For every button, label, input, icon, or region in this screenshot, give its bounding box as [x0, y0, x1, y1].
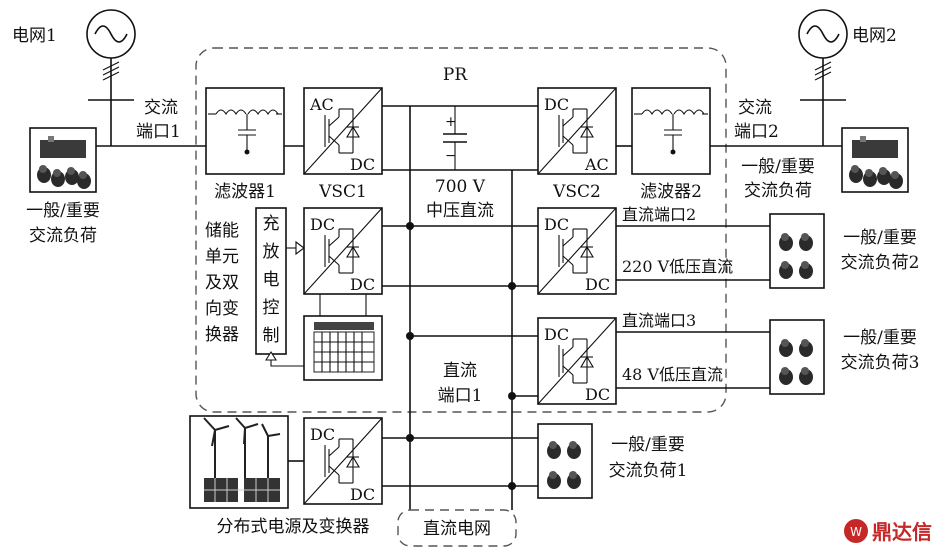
load1-icon	[537, 423, 593, 499]
filter1-label: 滤波器1	[214, 182, 276, 202]
dc-port1-line1: 直流	[443, 361, 477, 381]
charge-ctrl-2: 放	[263, 242, 280, 262]
dist-converter-block	[303, 417, 383, 505]
ac-load-right-line2: 交流负荷	[744, 181, 812, 201]
load3-line1: 一般/重要	[843, 328, 917, 348]
filter2-label: 滤波器2	[640, 182, 702, 202]
watermark-logo: W 鼎达信	[844, 519, 932, 544]
mvdc-bus	[382, 105, 538, 510]
grid1-source	[86, 9, 136, 146]
load2-line1: 一般/重要	[843, 228, 917, 248]
dcdc3-block	[537, 317, 617, 405]
battery-feedback-arrow	[265, 350, 277, 361]
storage-label-4: 向变	[205, 299, 239, 319]
dist-source-label: 分布式电源及变换器	[217, 517, 370, 537]
storage-label-5: 换器	[205, 325, 239, 345]
wind-pv-source-icon	[189, 415, 289, 509]
svg-text:鼎达信: 鼎达信	[872, 520, 932, 544]
charge-control-box	[255, 207, 287, 355]
junction-dots	[406, 222, 516, 490]
charge-ctrl-4: 控	[263, 298, 280, 318]
dc-grid-label: 直流电网	[423, 519, 491, 539]
ac-load-right-icon	[841, 127, 909, 193]
ac-load-left-line2: 交流负荷	[29, 226, 97, 246]
filter2-block	[631, 87, 711, 175]
ac-port1-line2: 端口1	[136, 122, 181, 142]
dc-port3-label: 直流端口3	[622, 311, 696, 330]
grid1-label: 电网1	[12, 26, 57, 46]
vsc2-label: VSC2	[552, 182, 601, 202]
dc-port1-line2: 端口1	[438, 386, 483, 406]
pr-label: PR	[443, 65, 468, 85]
vsc2-dc-label: DC	[544, 95, 569, 114]
battery-bank-icon	[303, 315, 383, 381]
dc-grid-box	[397, 509, 517, 547]
load2-icon	[769, 213, 825, 289]
cap-plus: +	[445, 114, 457, 130]
vsc2-ac-label: AC	[584, 155, 609, 174]
dcdc3-dc-top: DC	[544, 325, 569, 344]
vsc2-block	[537, 87, 617, 175]
vsc1-label: VSC1	[318, 182, 367, 202]
storage-dc-top: DC	[310, 215, 335, 234]
storage-label-2: 单元	[205, 247, 239, 267]
grid2-source	[798, 9, 848, 146]
mvdc-label-line2: 中压直流	[426, 201, 494, 221]
vsc1-ac-label: AC	[309, 95, 334, 114]
storage-converter-block	[303, 207, 383, 295]
cap-minus: −	[445, 148, 457, 164]
storage-label-1: 储能	[205, 221, 239, 241]
dist-dc-bottom: DC	[350, 485, 375, 504]
storage-label-3: 及双	[205, 273, 239, 293]
dist-dc-top: DC	[310, 425, 335, 444]
ac-load-left-icon	[29, 127, 97, 193]
load3-line2: 交流负荷3	[841, 353, 920, 373]
ac-port2-line1: 交流	[738, 98, 772, 118]
storage-dc-bottom: DC	[350, 275, 375, 294]
ac-load-right-line1: 一般/重要	[741, 157, 815, 177]
filter1-block	[205, 87, 285, 175]
ac-port1-line1: 交流	[144, 98, 178, 118]
charge-ctrl-1: 充	[263, 214, 280, 234]
dcdc2-dc-bottom: DC	[585, 275, 610, 294]
load2-line2: 交流负荷2	[841, 253, 920, 273]
load1-line1: 一般/重要	[611, 435, 685, 455]
vsc1-dc-label: DC	[350, 155, 375, 174]
lv220-label: 220 V低压直流	[622, 257, 733, 276]
charge-ctrl-5: 制	[263, 326, 280, 346]
grid2-label: 电网2	[852, 26, 897, 46]
charge-ctrl-arrow-head	[295, 240, 305, 256]
load3-icon	[769, 319, 825, 395]
lv48-label: 48 V低压直流	[622, 365, 723, 384]
dcdc3-dc-bottom: DC	[585, 385, 610, 404]
ac-load-left-line1: 一般/重要	[26, 201, 100, 221]
dcdc2-block	[537, 207, 617, 295]
dc-port2-label: 直流端口2	[622, 205, 696, 224]
dcdc2-dc-top: DC	[544, 215, 569, 234]
pr-boundary	[195, 47, 727, 413]
mvdc-label-line1: 700 V	[435, 177, 486, 197]
vsc1-block	[303, 87, 383, 175]
load1-line2: 交流负荷1	[609, 461, 688, 481]
charge-ctrl-3: 电	[263, 270, 280, 290]
svg-text:W: W	[850, 525, 862, 539]
ac-port2-line2: 端口2	[734, 122, 779, 142]
